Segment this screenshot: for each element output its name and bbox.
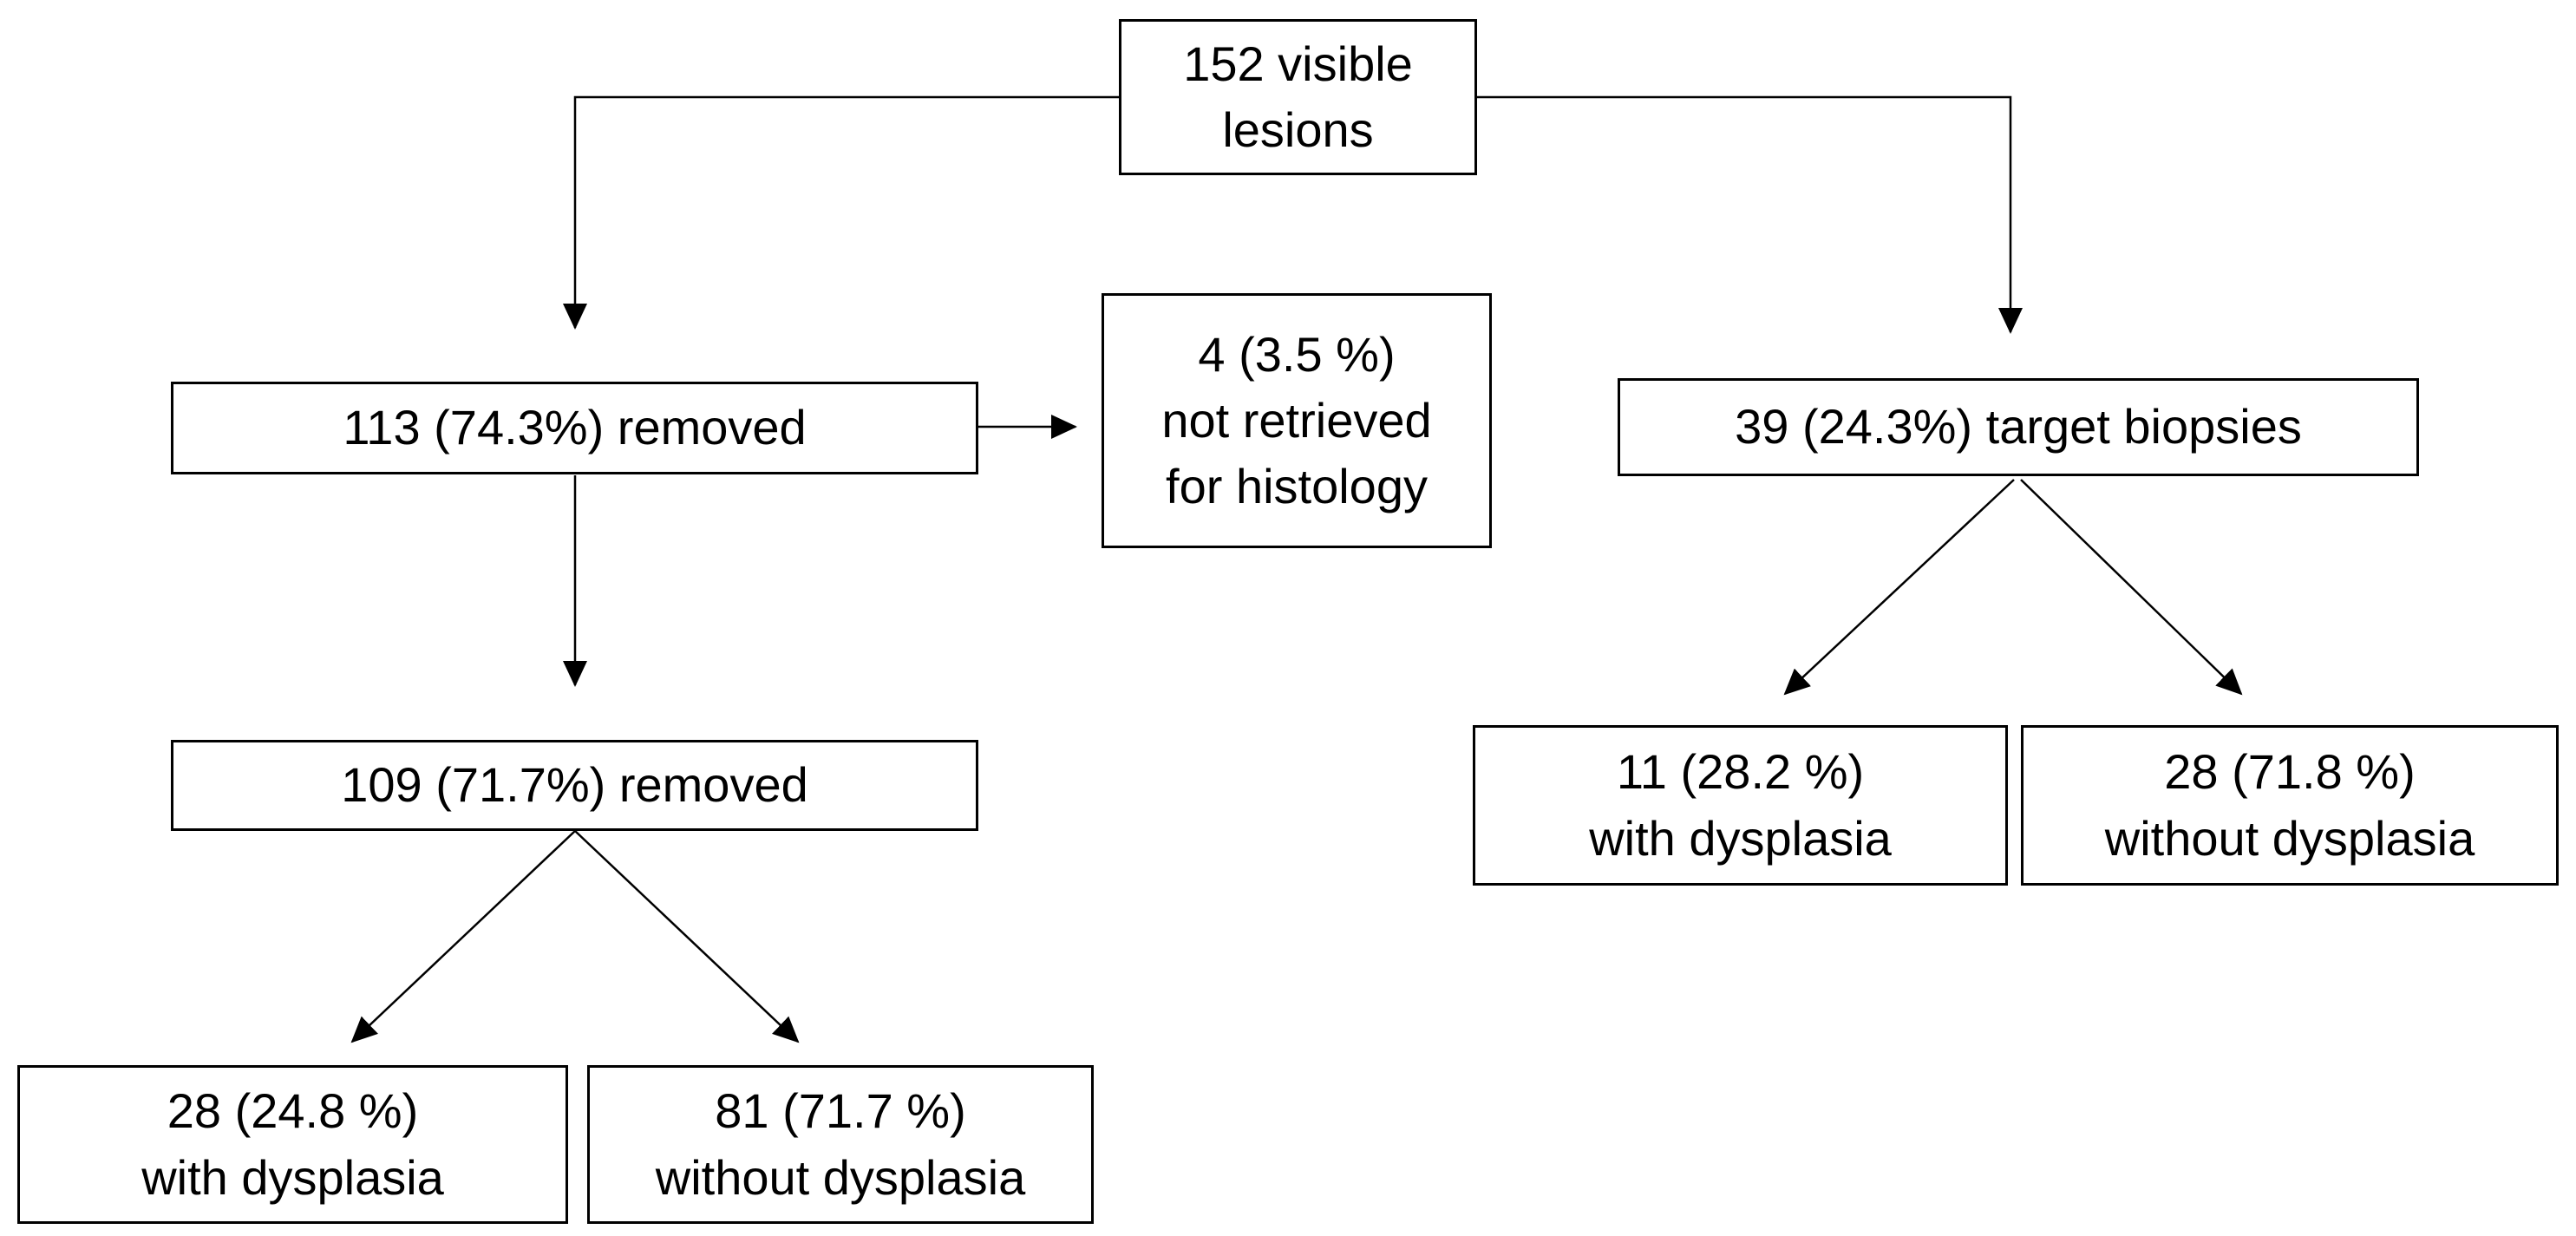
- biopsy-with-dysplasia-line1: 11 (28.2 %): [1616, 744, 1865, 800]
- biopsy-without-dysplasia-node: 28 (71.8 %) without dysplasia: [2021, 725, 2559, 886]
- root-node-line2: lesions: [1222, 102, 1374, 157]
- removed-without-dysplasia-line1: 81 (71.7 %): [715, 1083, 966, 1139]
- removed-with-dysplasia-line1: 28 (24.8 %): [167, 1083, 419, 1139]
- not-retrieved-line3: for histology: [1166, 459, 1428, 514]
- target-biopsies-text: 39 (24.3%) target biopsies: [1735, 399, 2302, 455]
- connector-root-to-removed: [563, 95, 1119, 330]
- biopsy-with-dysplasia-line2: with dysplasia: [1589, 810, 1892, 866]
- root-node-line1: 152 visible: [1183, 36, 1413, 91]
- removed-without-dysplasia-node: 81 (71.7 %) without dysplasia: [587, 1065, 1094, 1224]
- removed-with-dysplasia-node: 28 (24.8 %) with dysplasia: [17, 1065, 568, 1224]
- not-retrieved-node: 4 (3.5 %) not retrieved for histology: [1102, 293, 1492, 548]
- root-node: 152 visible lesions: [1119, 19, 1477, 175]
- target-biopsies-node: 39 (24.3%) target biopsies: [1618, 378, 2419, 476]
- removed-113-node: 113 (74.3%) removed: [171, 382, 978, 474]
- connector-biopsies-to-without-dysplasia: [2020, 479, 2243, 696]
- connector-biopsies-to-with-dysplasia: [1783, 479, 2015, 696]
- removed-109-node: 109 (71.7%) removed: [171, 740, 978, 831]
- connector-removed109-to-without-dysplasia: [574, 830, 800, 1043]
- connector-removed109-to-with-dysplasia: [350, 830, 576, 1043]
- removed-without-dysplasia-line2: without dysplasia: [655, 1149, 1026, 1205]
- biopsy-without-dysplasia-line1: 28 (71.8 %): [2164, 744, 2416, 800]
- biopsy-with-dysplasia-node: 11 (28.2 %) with dysplasia: [1473, 725, 2008, 886]
- biopsy-without-dysplasia-line2: without dysplasia: [2104, 810, 2475, 866]
- connector-root-to-biopsies: [1477, 95, 2023, 334]
- not-retrieved-line2: not retrieved: [1161, 392, 1432, 448]
- removed-109-text: 109 (71.7%) removed: [341, 757, 808, 813]
- removed-with-dysplasia-line2: with dysplasia: [141, 1149, 444, 1205]
- not-retrieved-line1: 4 (3.5 %): [1198, 326, 1396, 382]
- removed-113-text: 113 (74.3%) removed: [343, 400, 807, 455]
